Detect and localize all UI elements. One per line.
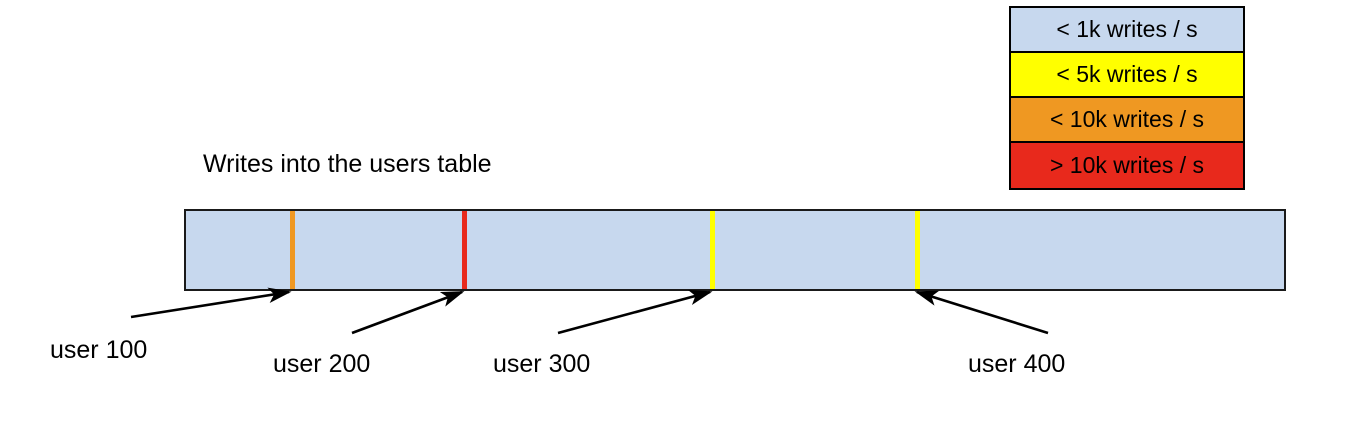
users-table-bar: [184, 209, 1286, 291]
legend-label-mid: < 5k writes / s: [1056, 61, 1198, 87]
user-100-marker: [290, 211, 295, 289]
callout-label-user-100: user 100: [50, 336, 148, 364]
legend-label-very-high: > 10k writes / s: [1049, 152, 1205, 178]
callout-label-user-400: user 400: [968, 350, 1066, 378]
page-title: Writes into the users table: [203, 150, 492, 178]
callout-label-user-300: user 300: [493, 350, 591, 378]
user-300-marker: [710, 211, 715, 289]
callout-label-user-200: user 200: [273, 350, 371, 378]
legend-label-high: < 10k writes / s: [1049, 106, 1205, 132]
legend-row-mid: < 5k writes / s: [1011, 53, 1243, 98]
legend-label-low: < 1k writes / s: [1056, 16, 1198, 42]
legend-row-high: < 10k writes / s: [1011, 98, 1243, 143]
legend: < 1k writes / s < 5k writes / s < 10k wr…: [1009, 6, 1245, 190]
legend-row-very-high: > 10k writes / s: [1011, 143, 1243, 188]
user-200-marker: [462, 211, 467, 289]
legend-row-low: < 1k writes / s: [1011, 8, 1243, 53]
user-400-marker: [915, 211, 920, 289]
